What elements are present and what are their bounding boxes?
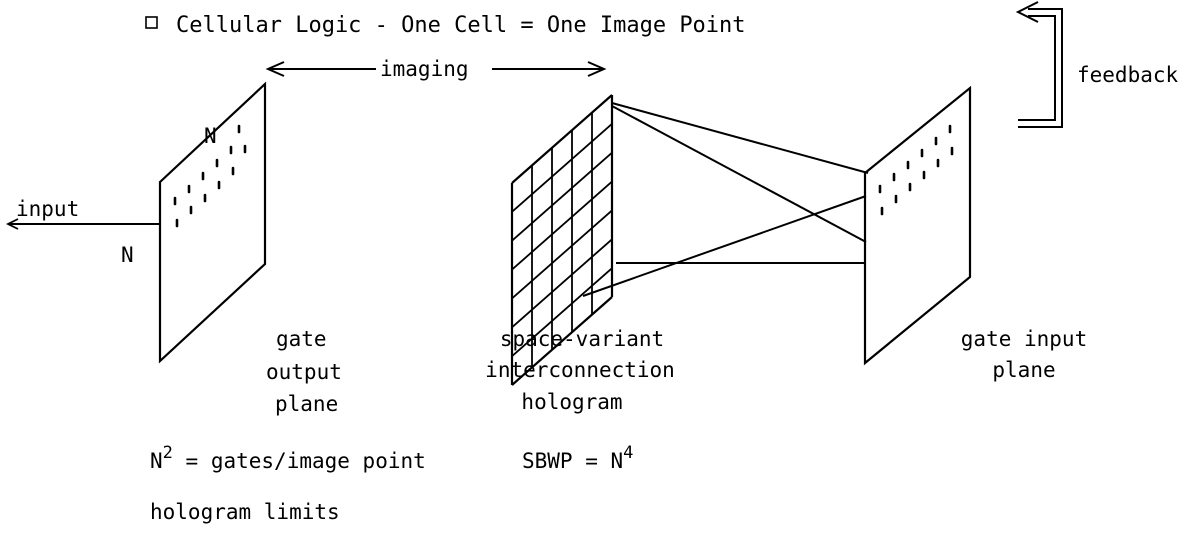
square-bullet-icon	[145, 16, 158, 29]
interconnection-lines	[582, 102, 869, 297]
gates-text: = gates/image point	[173, 449, 426, 473]
feedback-arrow-icon	[1015, 1, 1063, 128]
gate-input-plane	[863, 85, 972, 366]
hologram-label-line-1: space-variant	[500, 327, 664, 351]
hologram-grid	[510, 94, 614, 386]
gate-output-plane	[158, 81, 267, 364]
gates-exponent: 2	[163, 443, 173, 463]
gates-equation: N2 = gates/image point	[150, 443, 426, 473]
hologram-limits-label: hologram limits	[150, 500, 340, 524]
input-arrow	[5, 218, 160, 230]
hologram-grid-row-line	[511, 238, 613, 328]
gate-input-line-2: plane	[992, 358, 1055, 382]
input-label: input	[16, 197, 79, 221]
gates-n: N	[150, 449, 163, 473]
hologram-grid-row-line	[511, 267, 613, 357]
gate-output-line-2: output	[266, 360, 342, 384]
header-title: Cellular Logic - One Cell = One Image Po…	[176, 13, 746, 38]
n-side-label: N	[121, 243, 134, 267]
hologram-label-line-2: interconnection	[485, 358, 675, 382]
gate-input-line-1: gate input	[961, 327, 1087, 351]
hologram-grid-row-line	[511, 94, 613, 184]
hologram-grid-row-line	[511, 123, 613, 213]
sbwp-exponent: 4	[623, 443, 633, 463]
gate-output-dots	[173, 124, 247, 228]
gate-output-line-3: plane	[275, 392, 338, 416]
gate-output-line-1: gate	[276, 327, 327, 351]
hologram-grid-row-line	[511, 180, 613, 271]
n-top-label: N	[204, 124, 217, 148]
sbwp-text: SBWP = N	[522, 449, 623, 473]
imaging-label: imaging	[380, 57, 469, 81]
hologram-grid-row-line	[511, 296, 613, 386]
feedback-label: feedback	[1077, 63, 1179, 87]
hologram-grid-row-line	[511, 152, 613, 242]
hologram-label-line-3: hologram	[521, 390, 622, 414]
sbwp-equation: SBWP = N4	[522, 443, 633, 473]
gate-input-dots	[878, 124, 954, 216]
hologram-grid-row-line	[511, 209, 613, 300]
imaging-arrow	[265, 61, 607, 77]
